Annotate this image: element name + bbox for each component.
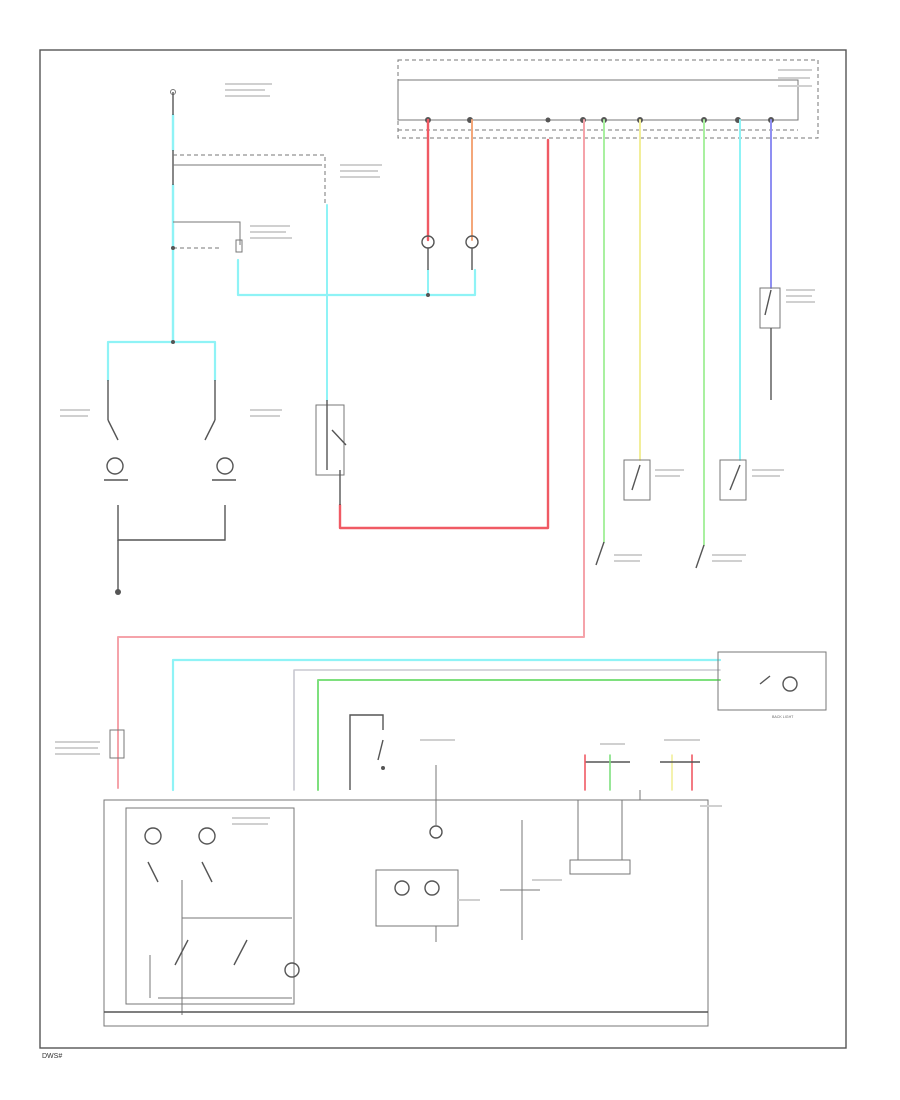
right-bottom-block: [569, 754, 700, 875]
bulb-icon: [198, 827, 216, 845]
left-upper-components: [170, 89, 326, 344]
bulb-icon: [144, 827, 162, 845]
lamp-icon: [106, 457, 124, 475]
ground-icon: [115, 589, 121, 595]
bulb-icon: [429, 825, 443, 839]
cyan-wire-split: [106, 340, 217, 382]
wires: [106, 113, 772, 792]
middle-switch: [315, 400, 347, 505]
diagram-frame: [39, 49, 847, 1049]
bulb-icon: [284, 962, 300, 978]
cyan-wire-bottom: [171, 658, 722, 792]
left-lamps: [104, 380, 236, 595]
grey-wire: [293, 669, 721, 791]
lamp-icon: [394, 880, 410, 896]
control-unit: [397, 59, 819, 139]
green-wire-2: [317, 679, 721, 791]
component-labels: [55, 69, 815, 901]
back-light: BACK LIGHT: [717, 651, 827, 719]
diagram-code: DWS#: [42, 1053, 62, 1060]
lower-left-module: [103, 729, 709, 1027]
pink-wire: [117, 119, 585, 789]
cyan-wire-horiz: [236, 258, 477, 297]
center-bottom-components: [349, 714, 540, 942]
back-light-label: BACK LIGHT: [772, 715, 794, 719]
red-wire-2: [338, 138, 550, 530]
bulb-icon: [782, 676, 798, 692]
indicator-bulbs-top: [421, 235, 479, 297]
lamp-icon: [216, 457, 234, 475]
right-switches: [595, 287, 781, 569]
lamp-icon: [424, 880, 440, 896]
